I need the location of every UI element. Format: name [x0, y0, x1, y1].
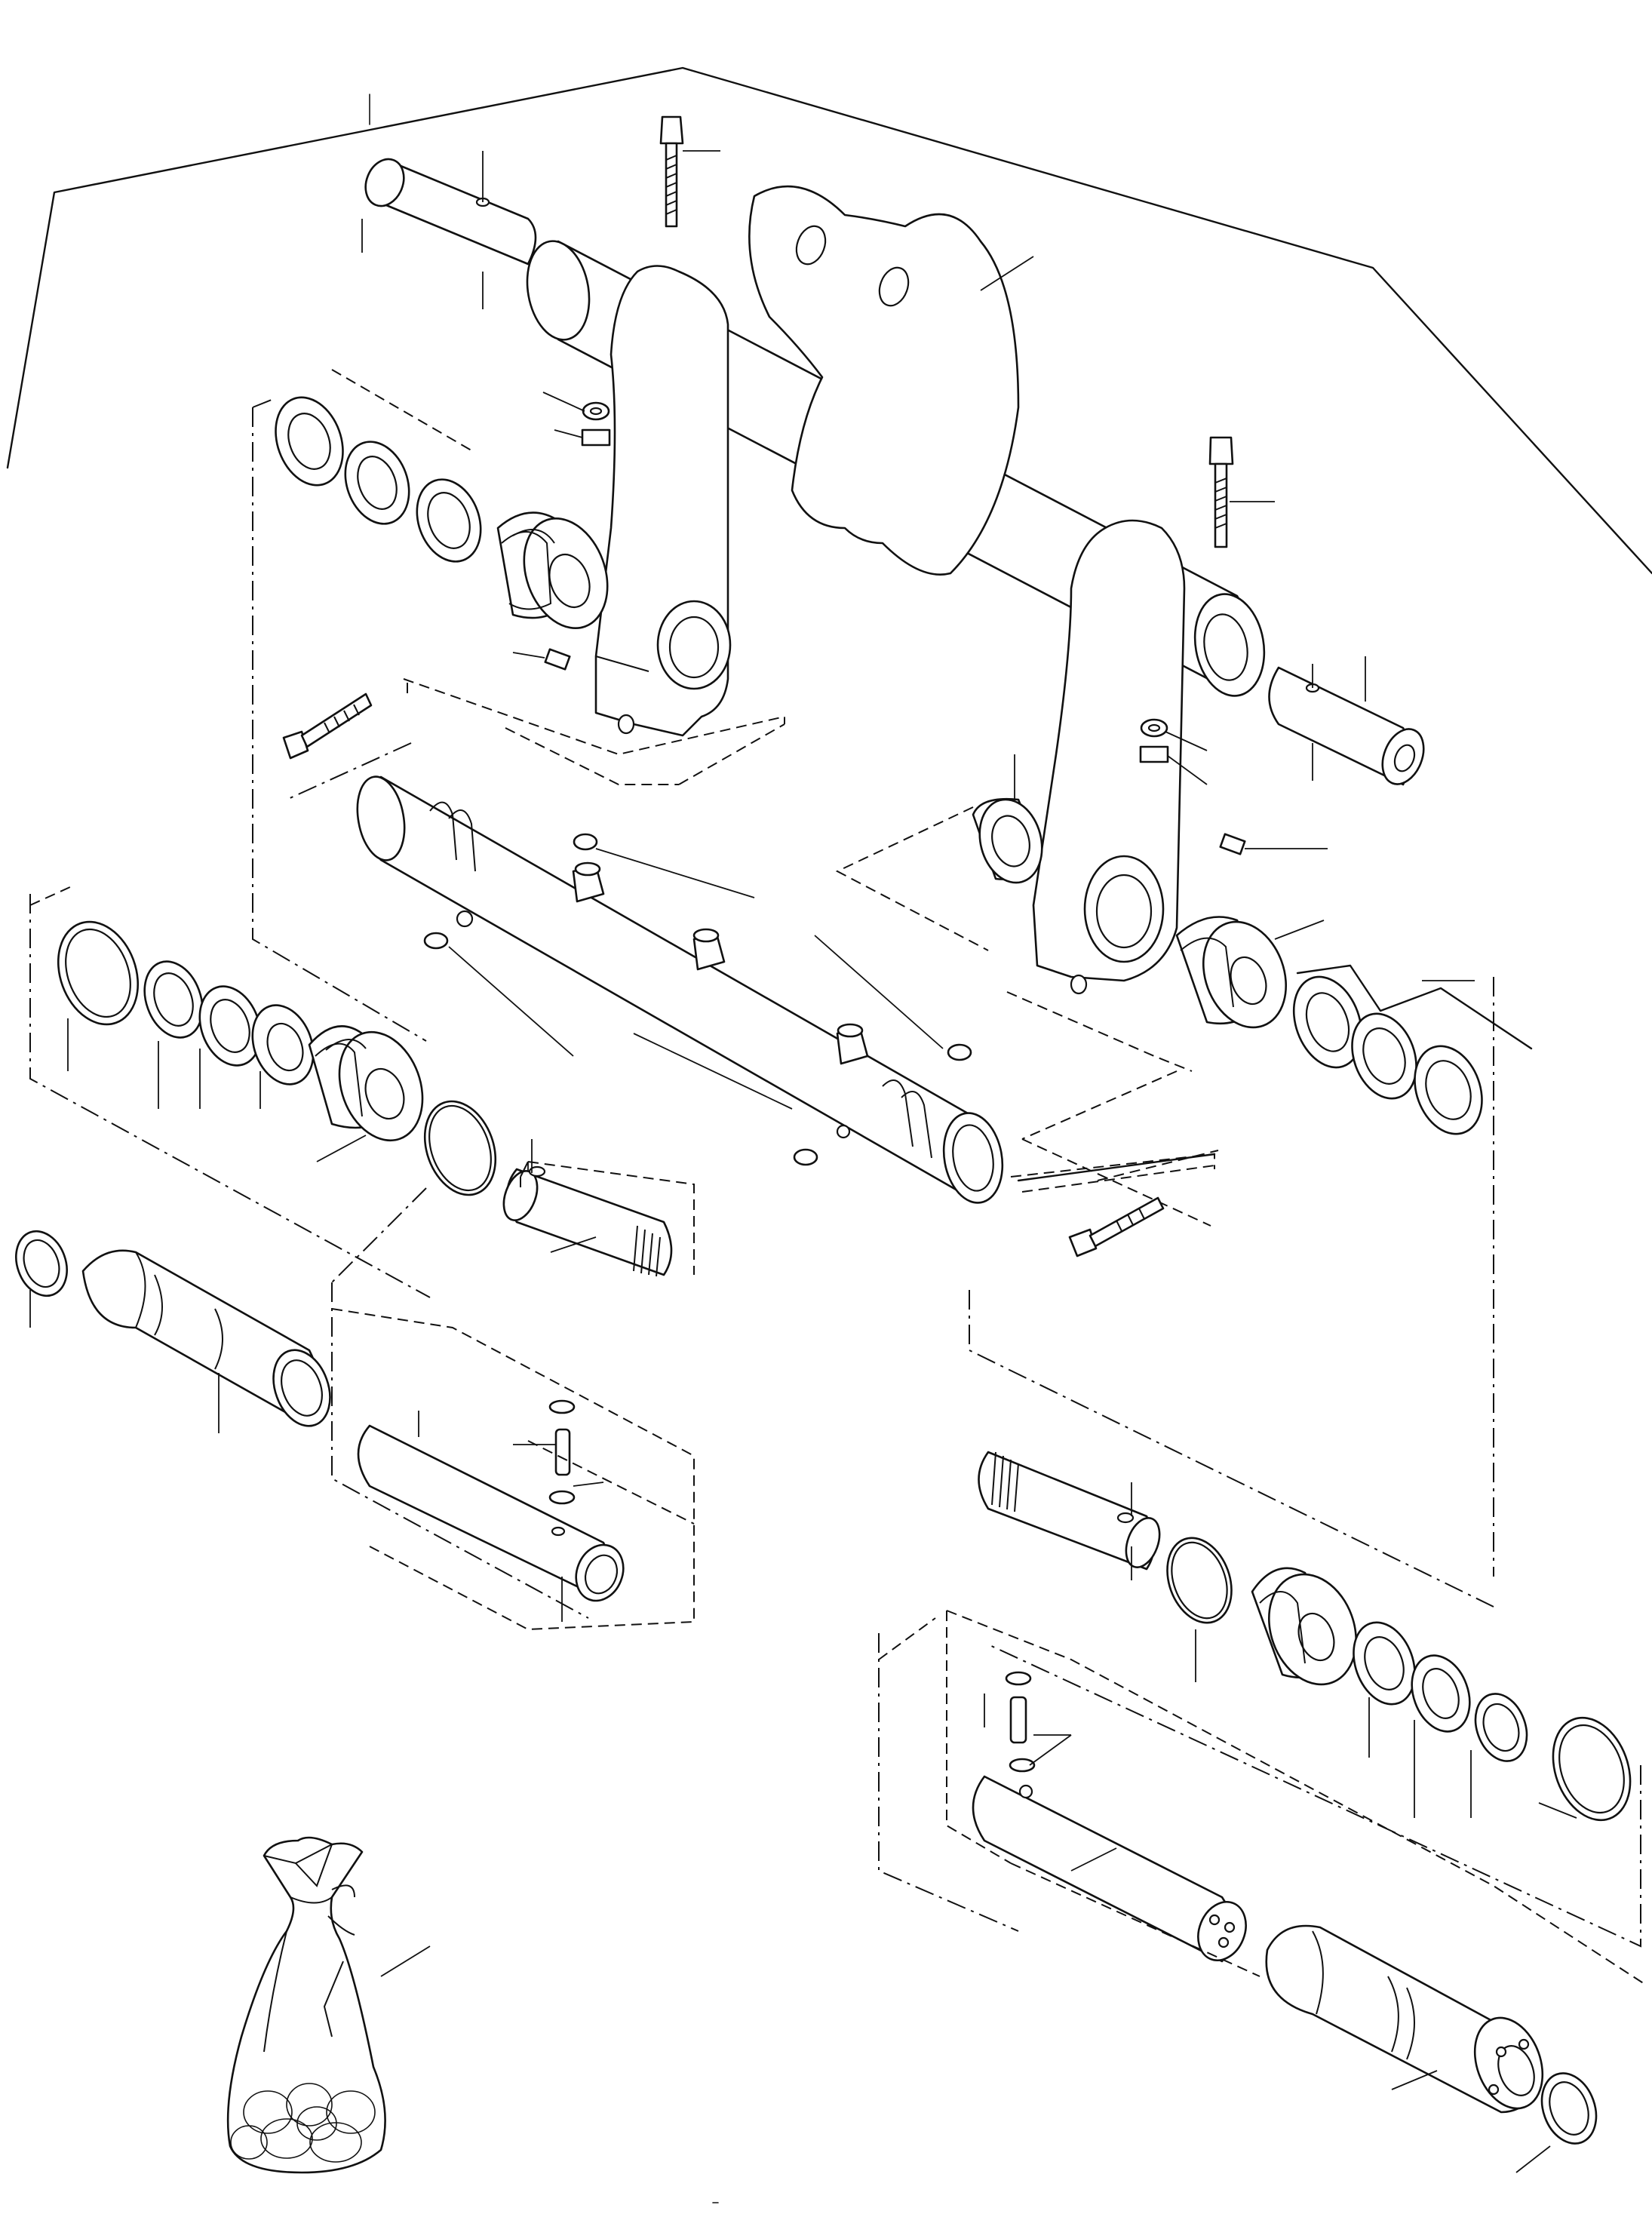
roll-pin-lower-right: [984, 1671, 1072, 1773]
grub-screw-right: [1219, 833, 1328, 855]
assembly-guides-lower-left: [331, 1282, 695, 1631]
pin-lower-right: [972, 1775, 1247, 1963]
seal-stack-upper-right: [1292, 964, 1533, 1135]
stepped-pin-lower-right: [1265, 1924, 1598, 2173]
grub-screw-left: [512, 648, 571, 671]
pin-upper-left: [361, 151, 537, 309]
assembly-guides-lower-right: [878, 1610, 1645, 1985]
nut-washer-right: [1139, 718, 1208, 785]
pin-lower-left: [357, 1411, 625, 1622]
assembly-guides-upper: [252, 369, 1494, 1608]
central-grease-shaft: [356, 775, 1004, 1204]
lever-arm-left: [594, 265, 732, 737]
threaded-pin-mid-left: [331, 1139, 695, 1283]
center-yoke-bracket: [748, 185, 1034, 576]
bushing-grooved-mid-left: [308, 1025, 529, 1199]
bushing-grooved-upper-left: [496, 511, 609, 629]
bolt-mid-left: [282, 692, 373, 760]
bolt-upper-center: [659, 115, 720, 228]
grease-fittings: [423, 833, 972, 1166]
lever-arm-right: [1032, 519, 1186, 995]
bushing-grooved-lower-right: [1195, 1567, 1357, 1686]
seal-stack-lower-right: [987, 1621, 1641, 1948]
bushing-grooved-upper-right: [1175, 916, 1325, 1029]
pin-upper-right: [1268, 656, 1425, 786]
bolt-upper-right: [1208, 436, 1275, 548]
minor-marks: [369, 94, 719, 2203]
seal-stack-mid-left: [29, 886, 431, 1298]
bushing-short-right: [972, 754, 1043, 884]
threaded-pin-lower-right: [978, 1451, 1233, 1624]
seal-kit-bag: [226, 1836, 431, 2174]
nut-washer-left: [542, 392, 611, 447]
frame-outline: [6, 66, 1652, 575]
seal-stack-upper-left: [275, 396, 482, 563]
stepped-pin-lower-left: [15, 1230, 331, 1433]
bolt-mid-right: [1017, 1153, 1216, 1257]
roll-pin-lower-left: [513, 1399, 604, 1505]
